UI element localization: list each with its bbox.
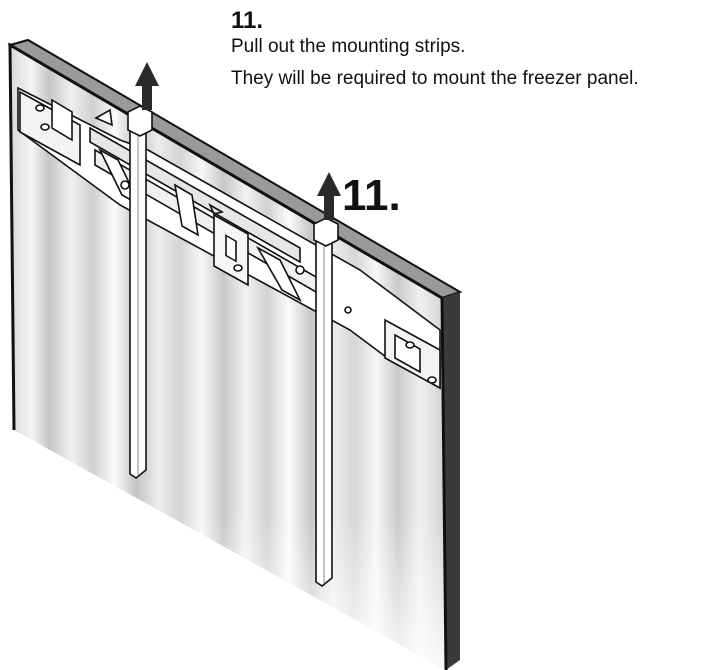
instruction-block: 11. Pull out the mounting strips. They w… [231, 8, 709, 90]
pull-arrow-right-icon [317, 172, 341, 220]
pull-arrow-left-icon [135, 62, 159, 110]
mounting-strip-right [313, 217, 339, 587]
mounting-strip-left [127, 105, 153, 479]
callout-label: 11. [342, 171, 401, 220]
step-number: 11. [231, 7, 264, 34]
step-instruction: Pull out the mounting strips. [231, 36, 466, 57]
step-note: They will be required to mount the freez… [231, 68, 639, 89]
